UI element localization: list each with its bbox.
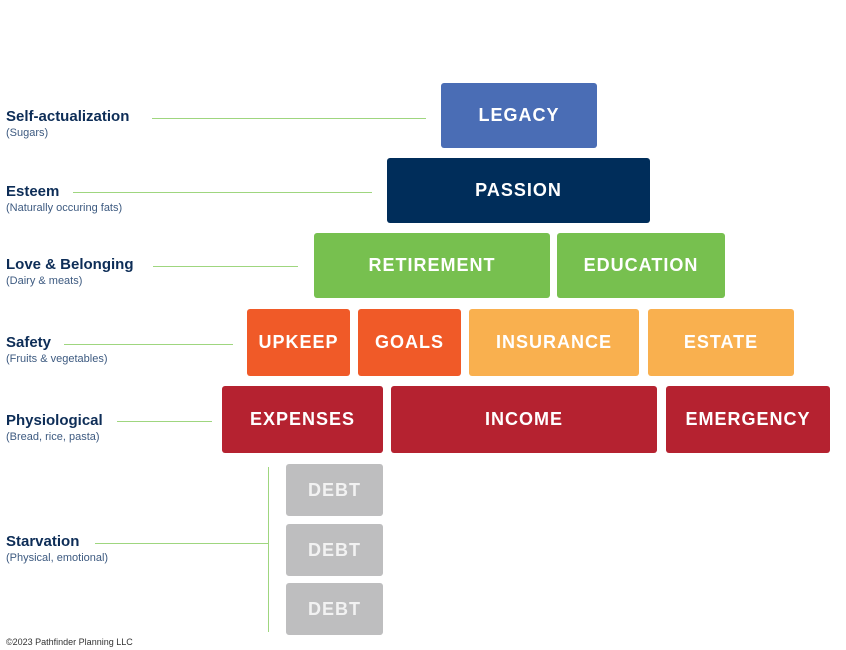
- connector-line: [152, 118, 426, 119]
- level-title: Esteem: [6, 183, 60, 200]
- block-debt: DEBT: [286, 583, 383, 635]
- block-debt: DEBT: [286, 524, 383, 576]
- block-emergency: EMERGENCY: [666, 386, 830, 453]
- block-goals: GOALS: [358, 309, 461, 376]
- level-title: Safety: [6, 334, 52, 351]
- block-income: INCOME: [391, 386, 657, 453]
- block-passion: PASSION: [387, 158, 650, 223]
- block-insurance: INSURANCE: [469, 309, 639, 376]
- level-love-belonging: Love & Belonging (Dairy & meats): [6, 256, 134, 288]
- copyright: ©2023 Pathfinder Planning LLC: [6, 637, 133, 647]
- block-legacy: LEGACY: [441, 83, 597, 148]
- level-title: Physiological: [6, 412, 103, 429]
- connector-line: [95, 543, 268, 544]
- level-safety: Safety (Fruits & vegetables): [6, 334, 107, 366]
- level-starvation: Starvation (Physical, emotional): [6, 533, 108, 565]
- block-retirement: RETIREMENT: [314, 233, 550, 298]
- connector-line: [64, 344, 233, 345]
- level-subtitle: (Bread, rice, pasta): [6, 431, 100, 443]
- block-debt: DEBT: [286, 464, 383, 516]
- level-subtitle: (Dairy & meats): [6, 275, 83, 287]
- level-physiological: Physiological (Bread, rice, pasta): [6, 412, 103, 444]
- block-upkeep: UPKEEP: [247, 309, 350, 376]
- level-esteem: Esteem (Naturally occuring fats): [6, 183, 122, 215]
- level-subtitle: (Sugars): [6, 127, 49, 139]
- level-title: Starvation: [6, 533, 80, 550]
- level-self-actualization: Self-actualization (Sugars): [6, 108, 129, 140]
- level-subtitle: (Naturally occuring fats): [6, 202, 123, 214]
- connector-line: [153, 266, 298, 267]
- level-title: Self-actualization: [6, 108, 130, 125]
- level-subtitle: (Fruits & vegetables): [6, 353, 108, 365]
- connector-line: [73, 192, 372, 193]
- block-expenses: EXPENSES: [222, 386, 383, 453]
- level-title: Love & Belonging: [6, 256, 134, 273]
- connector-line: [117, 421, 212, 422]
- connector-bracket: [268, 467, 269, 632]
- level-subtitle: (Physical, emotional): [6, 552, 109, 564]
- block-education: EDUCATION: [557, 233, 725, 298]
- block-estate: ESTATE: [648, 309, 794, 376]
